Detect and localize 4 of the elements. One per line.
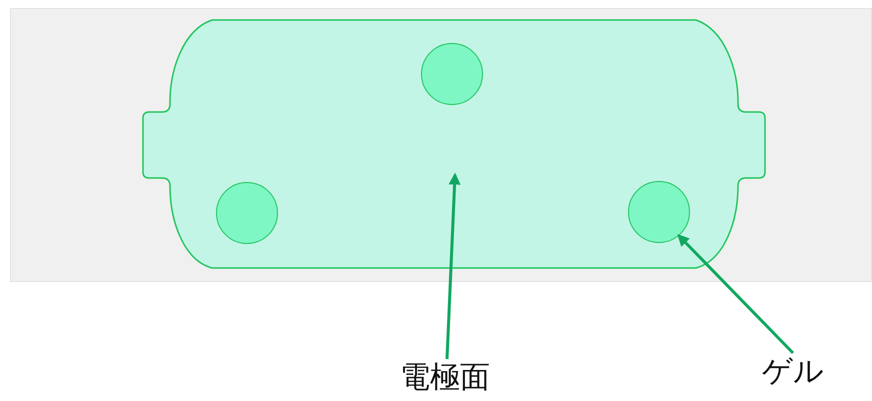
callout-label: ゲル <box>762 357 824 387</box>
callout-label: 電極面 <box>400 363 490 393</box>
leader-arrow <box>677 234 794 354</box>
leader-arrow <box>446 172 461 360</box>
